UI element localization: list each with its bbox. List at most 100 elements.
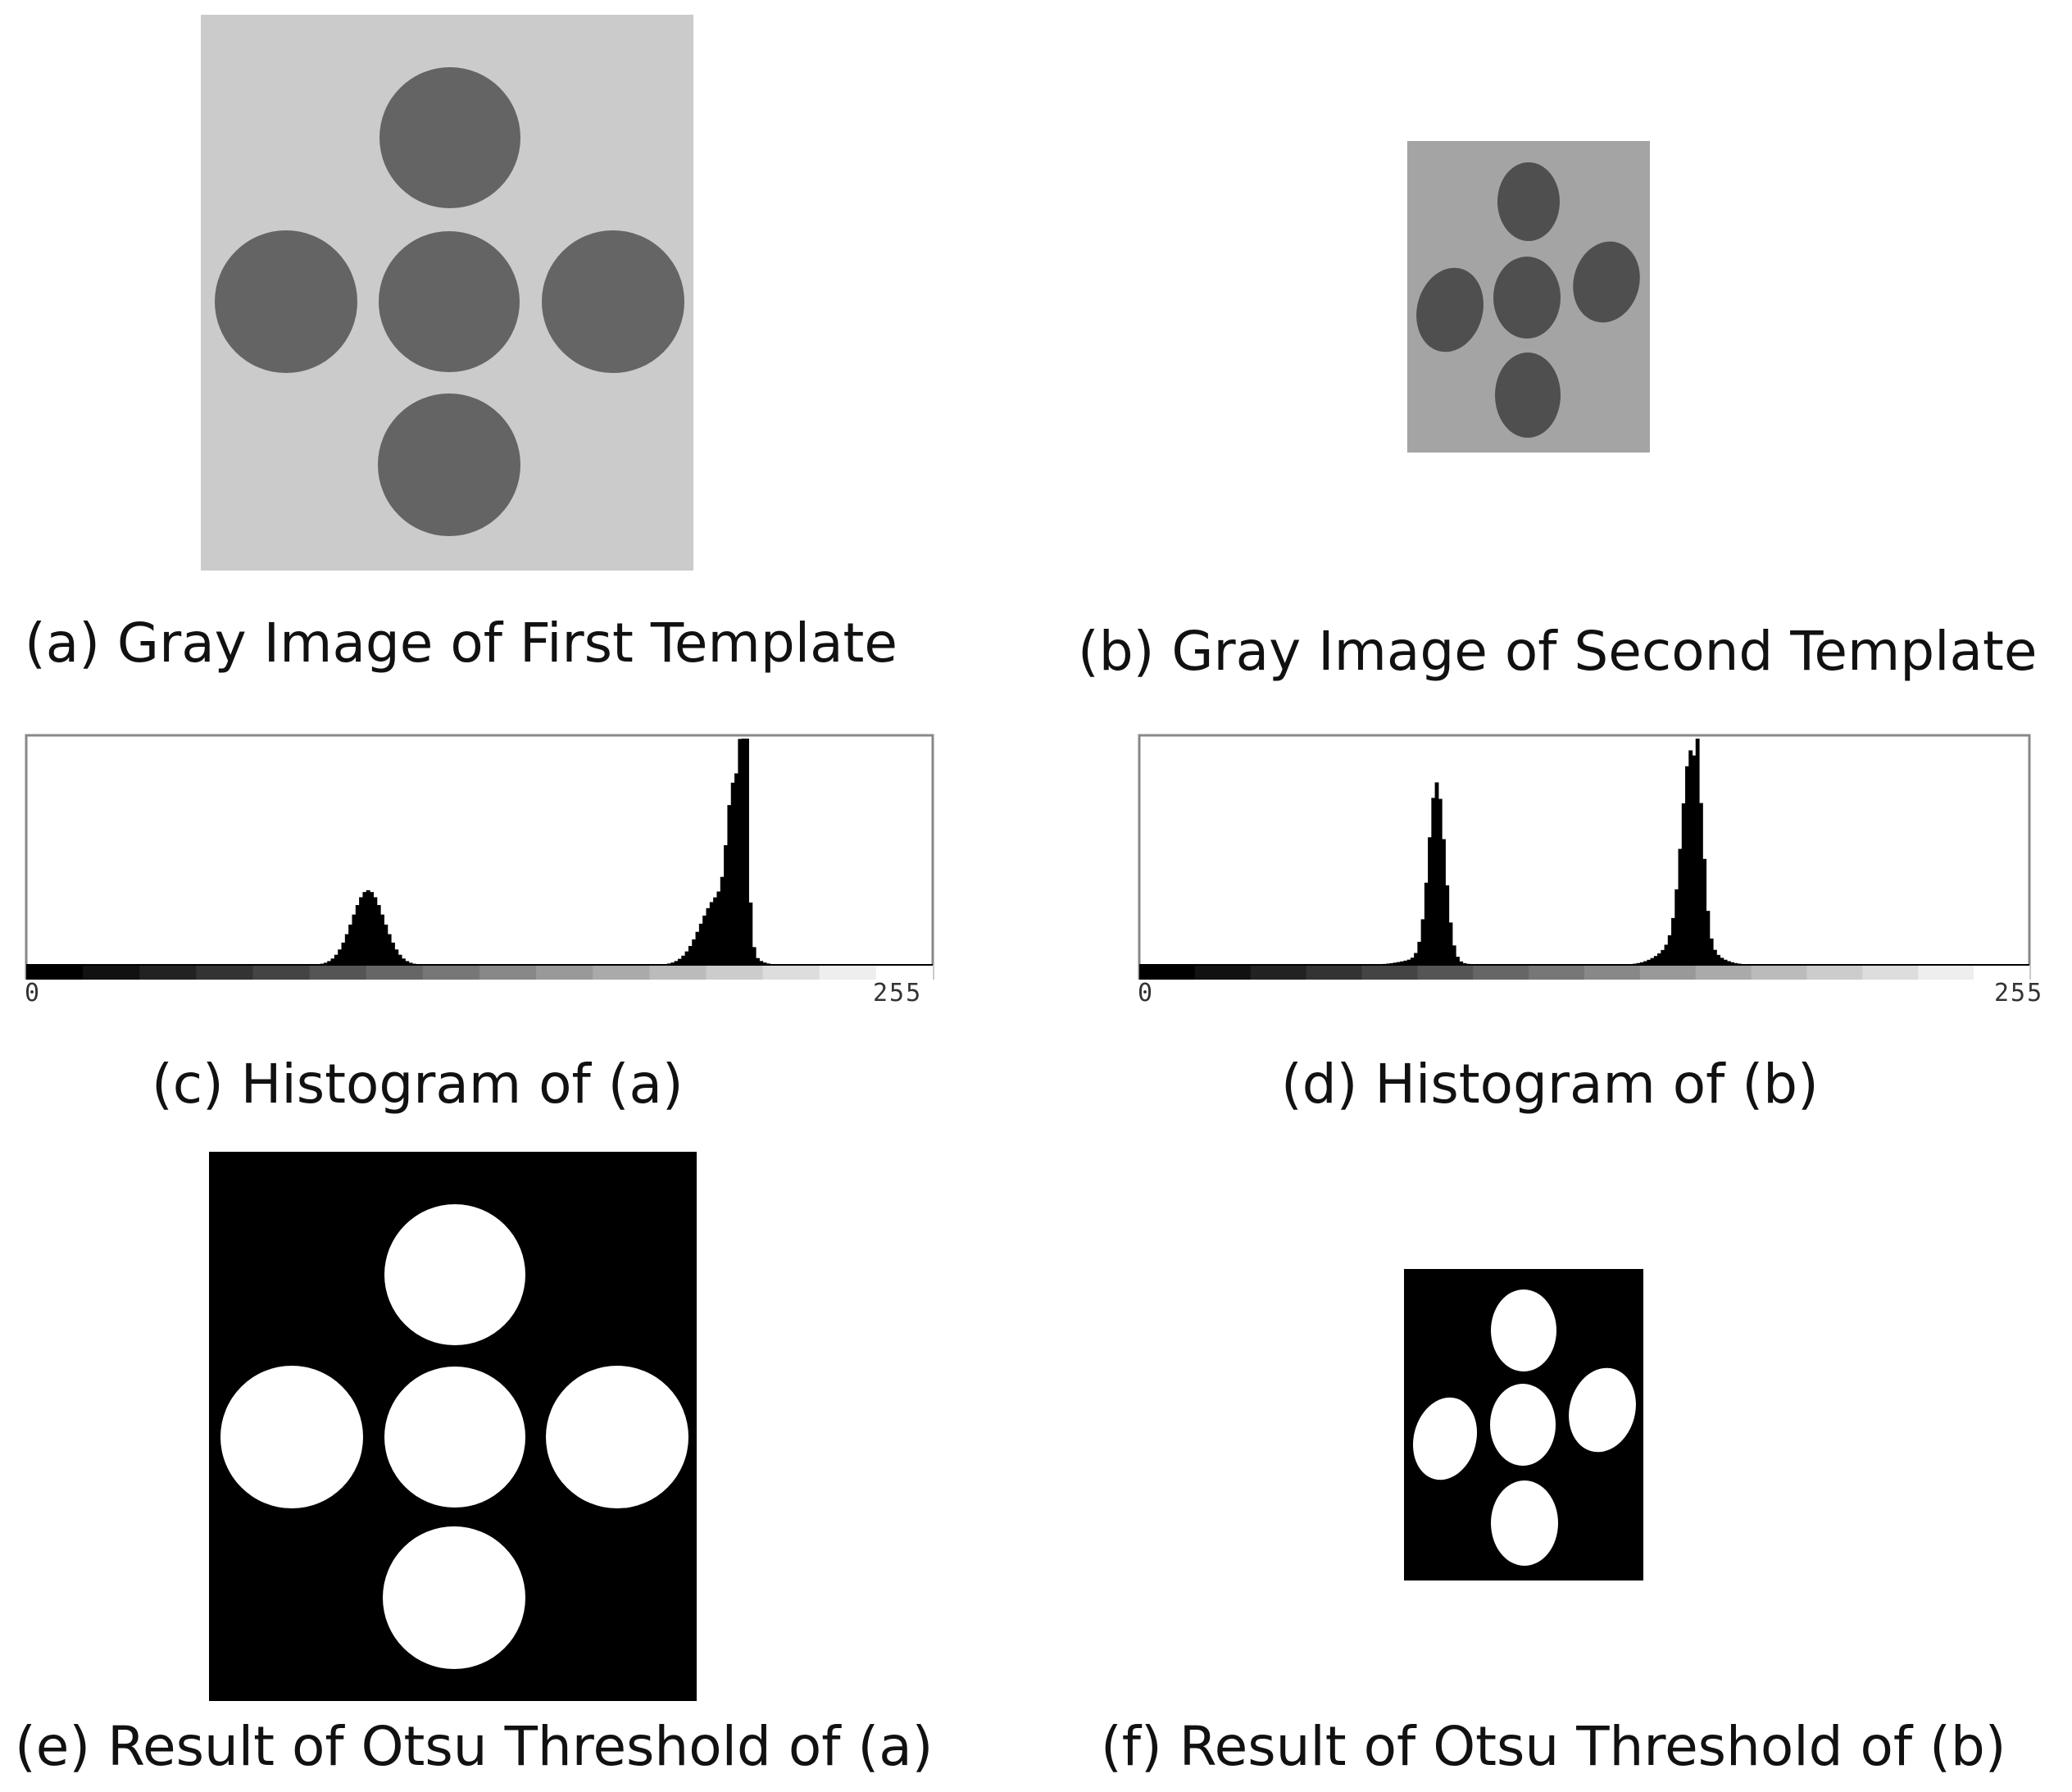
histogram-b-bin [1403, 960, 1408, 965]
histogram-b-bin [1643, 961, 1647, 965]
histogram-a-bin [745, 739, 749, 965]
histogram-b-bin [1650, 957, 1655, 965]
histogram-b-gradient-step [1974, 965, 2030, 980]
threshold-a-circle-bottom [383, 1526, 525, 1669]
histogram-b-bin [1681, 803, 1686, 965]
histogram-a-bin [334, 954, 339, 965]
histogram-a-bin [748, 902, 753, 965]
histogram-b-frame [1138, 734, 2031, 980]
histogram-b-bin [1406, 959, 1411, 965]
histogram-b-gradient-step [1417, 965, 1474, 980]
histogram-a-bin [323, 962, 328, 965]
histogram-b-bin [1459, 961, 1464, 965]
panel-e-threshold [209, 1152, 697, 1701]
histogram-b-bin [1716, 954, 1721, 965]
histogram-a-tick-min: 0 [25, 979, 42, 1007]
histogram-b-bin [1393, 962, 1397, 965]
histogram-a-bin [695, 931, 700, 965]
histogram-a-bin [408, 962, 413, 965]
template-a-circle-top [379, 67, 520, 208]
histogram-a-gradient-step [762, 965, 820, 980]
threshold-b-ellipse-top [1491, 1289, 1556, 1371]
histogram-a-bin [692, 939, 697, 965]
histogram-a-bin [376, 905, 381, 965]
histogram-a-gradient-step [422, 965, 480, 980]
threshold-a-image [209, 1152, 697, 1701]
histogram-b-bin [1726, 961, 1731, 965]
histogram-a-bin [738, 739, 743, 965]
histogram-b-bin [1389, 962, 1394, 965]
histogram-a-bin [730, 782, 735, 965]
histogram-a-bin [762, 962, 767, 965]
histogram-b-bin [1692, 755, 1697, 965]
histogram-a-bin [752, 947, 757, 965]
histogram-b-bin [1647, 959, 1652, 965]
histogram-a-bin [327, 961, 332, 965]
histogram-b-gradient-step [1862, 965, 1919, 980]
histogram-b-gradient-step [1584, 965, 1641, 980]
histogram-b-bin [1695, 739, 1700, 965]
template-a-image [201, 15, 693, 571]
histogram-a-bin [734, 773, 738, 965]
histogram-b-bin [1636, 962, 1641, 965]
histogram-b-bin [1664, 944, 1669, 965]
histogram-a-bin [741, 739, 746, 965]
histogram-a-bin [688, 945, 693, 965]
histogram-a-bin [727, 805, 732, 965]
histogram-a-bin [681, 955, 686, 965]
caption-e: (e) Result of Otsu Threshold of (a) [15, 1715, 934, 1778]
histogram-a-gradient-step [252, 965, 311, 980]
histogram-a-bin [670, 962, 675, 965]
histogram-b-bin [1653, 956, 1658, 965]
threshold-a-circle-left [220, 1366, 363, 1508]
template-b-image [1407, 141, 1650, 453]
histogram-a-bin [390, 942, 395, 965]
panel-b-gray-image [1407, 141, 1650, 453]
histogram-b-bin [1671, 917, 1675, 965]
template-b-ellipse-center [1493, 257, 1561, 339]
threshold-b-ellipse-left [1412, 1397, 1478, 1480]
histogram-b-gradient-step [1139, 965, 1196, 980]
template-a-circle-right [542, 230, 684, 373]
histogram-b-bin [1639, 962, 1644, 965]
histogram-b-gradient-step [1529, 965, 1585, 980]
threshold-b-image [1404, 1269, 1643, 1581]
histogram-a-bin [370, 892, 374, 965]
histogram-b-bin [1434, 782, 1439, 965]
histogram-a-bin [387, 934, 392, 965]
histogram-b-bin [1709, 938, 1714, 965]
histogram-b-gradient-step [1361, 965, 1418, 980]
histogram-a-bin [352, 914, 357, 965]
histogram-a-bin [330, 958, 335, 965]
histogram-a-bin [716, 891, 721, 965]
histogram-b-bin [1424, 882, 1429, 965]
panel-f-threshold [1404, 1269, 1643, 1581]
histogram-b-bin [1442, 839, 1446, 965]
histogram-a-bin [359, 897, 364, 965]
histogram-a-chart [25, 734, 934, 980]
histogram-b-bin [1733, 962, 1738, 965]
histogram-b-bin [1428, 837, 1432, 965]
histogram-b-bin [1396, 962, 1401, 965]
histogram-a-gradient-step [139, 965, 197, 980]
histogram-b-bin [1448, 922, 1453, 965]
histogram-b-bin [1445, 885, 1450, 965]
histogram-a-gradient-step [479, 965, 537, 980]
threshold-a-circle-center [384, 1367, 525, 1508]
histogram-b-gradient-step [1918, 965, 1974, 980]
histogram-b-bin [1730, 962, 1735, 965]
histogram-a-bin [394, 949, 399, 965]
histogram-a-bin [674, 961, 679, 965]
histogram-a-bin [724, 845, 729, 965]
histogram-b-bin [1431, 798, 1436, 965]
histogram-b-bin [1661, 949, 1665, 965]
caption-b: (b) Gray Image of Second Template [1078, 620, 2038, 683]
threshold-a-circle-right [546, 1366, 688, 1508]
histogram-a-bin [698, 923, 703, 965]
threshold-b-ellipse-center [1490, 1384, 1556, 1466]
histogram-a-gradient-step [366, 965, 424, 980]
histogram-b-bin [1456, 957, 1460, 965]
histogram-b-gradient-step [1806, 965, 1863, 980]
histogram-a-bin [384, 924, 388, 965]
histogram-a-bin [405, 961, 410, 965]
